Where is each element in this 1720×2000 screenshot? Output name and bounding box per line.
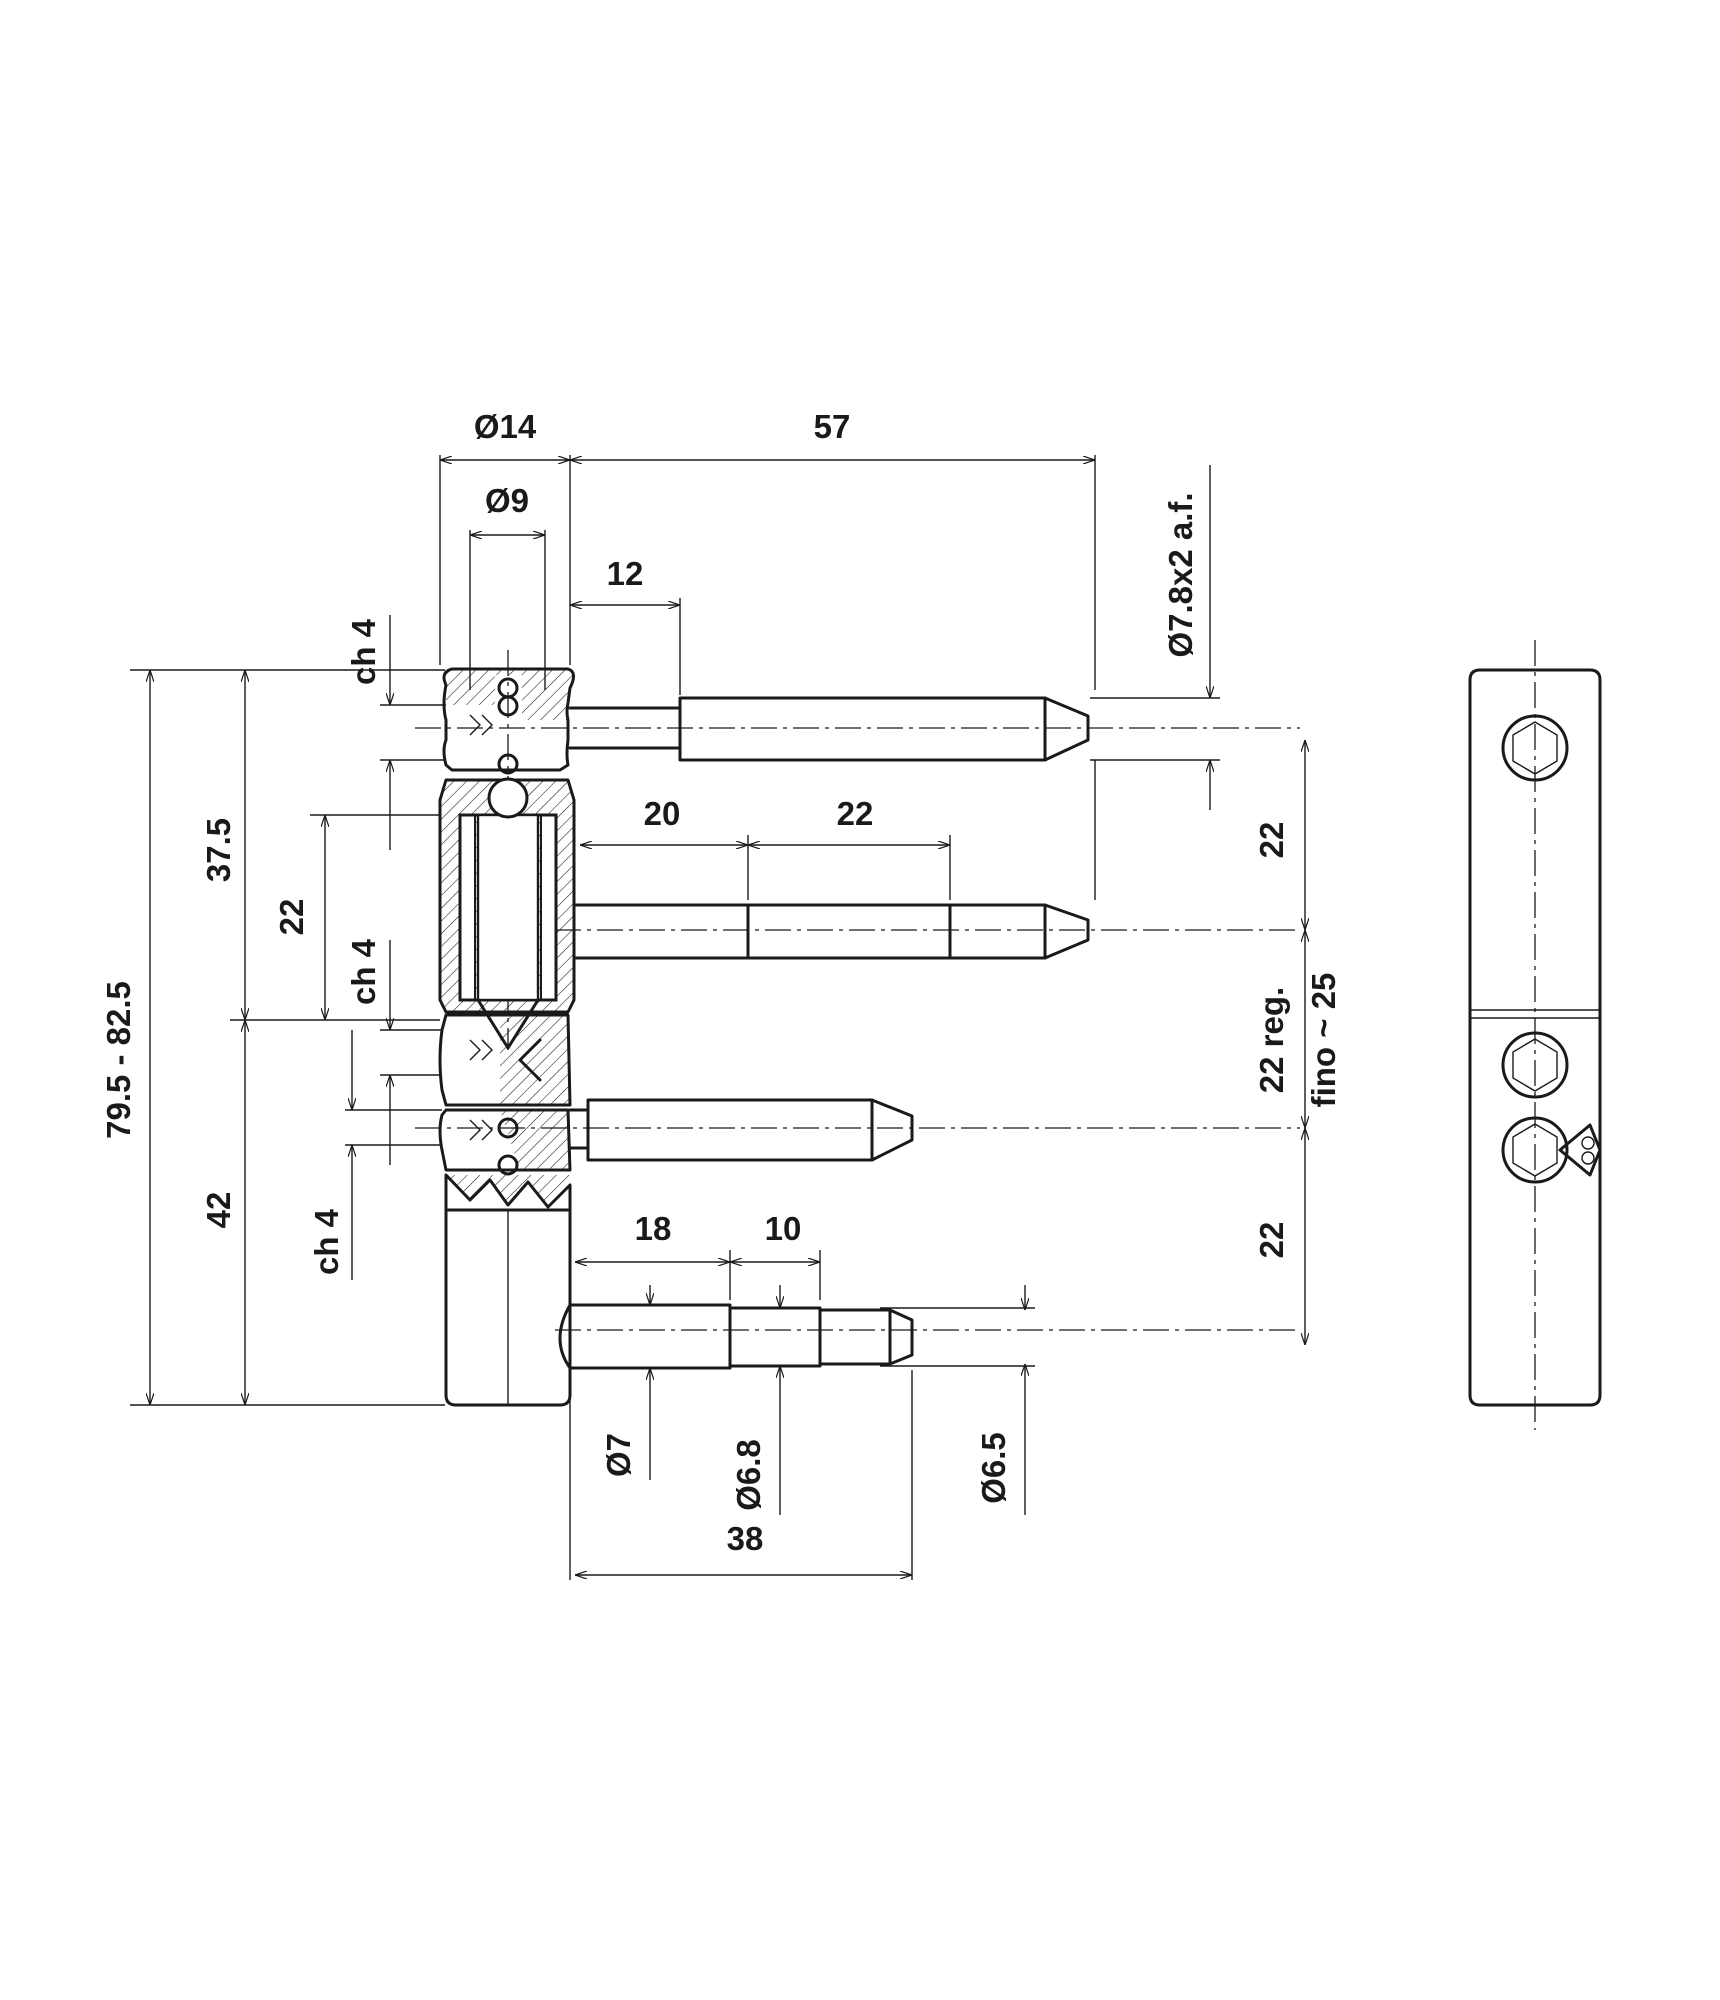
label-d37-5: 37.5 [200, 818, 237, 882]
label-d20: 20 [644, 795, 681, 832]
label-d10: 10 [765, 1210, 802, 1247]
label-hex-af: Ø7.8x2 a.f. [1162, 492, 1199, 657]
label-d7: Ø7 [600, 1433, 637, 1477]
label-d42: 42 [200, 1192, 237, 1229]
label-d38: 38 [727, 1520, 764, 1557]
label-d12: 12 [607, 555, 644, 592]
pin-top [568, 696, 1090, 762]
label-d57: 57 [814, 408, 851, 445]
pin-lower-middle [568, 1098, 914, 1162]
label-d22-reg: 22 reg. [1253, 987, 1290, 1093]
label-ch4-top: ch 4 [345, 618, 382, 685]
label-d18: 18 [635, 1210, 672, 1247]
pin-upper-middle [572, 903, 1090, 960]
label-d14: Ø14 [474, 408, 537, 445]
label-d22-upper: 22 [837, 795, 874, 832]
hinge-body-section [438, 667, 576, 1407]
dimension-labels: Ø14 57 Ø9 12 20 22 18 10 38 Ø7.8x2 a.f. … [100, 408, 1342, 1557]
label-d22-left: 22 [273, 899, 310, 936]
dimension-lines [150, 460, 1305, 1575]
extension-lines [130, 455, 1220, 1580]
label-ch4-mid: ch 4 [345, 938, 382, 1005]
label-d9: Ø9 [485, 482, 529, 519]
label-d79-82: 79.5 - 82.5 [100, 981, 137, 1139]
label-d22-right-top: 22 [1253, 822, 1290, 859]
label-d6-5: Ø6.5 [975, 1432, 1012, 1504]
label-ch4-low: ch 4 [308, 1208, 345, 1275]
pin-bottom [558, 1303, 914, 1370]
hinge-side-view [1468, 668, 1602, 1407]
label-d6-8: Ø6.8 [730, 1439, 767, 1511]
label-d22-right-low: 22 [1253, 1222, 1290, 1259]
label-fino: fino ~ 25 [1305, 973, 1342, 1108]
